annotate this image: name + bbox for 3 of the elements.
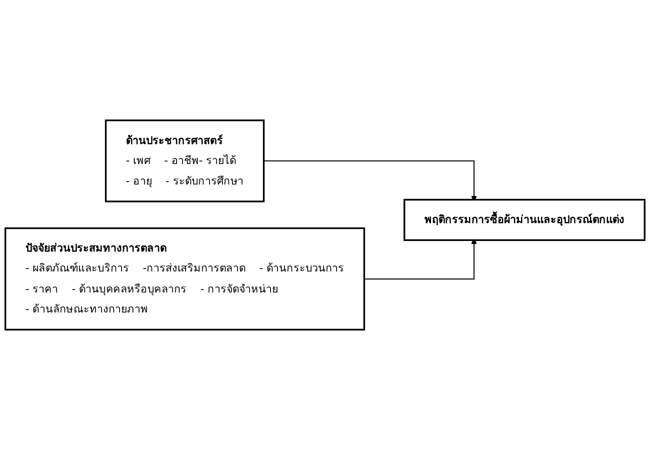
- node-box: ด้านประชากรศาสตร์ - เพศ - อาชีพ- รายได้ - อายุ - ระดับการศึกษา: [104, 120, 265, 202]
- node-box: ปัจจัยส่วนประสมทางการตลาด - ผลิตภัณฑ์และบริการ -การส่งเสริมการตลาด - ด้านกระบวนการ - ราคา - ด้านบุคคลหรือบุคลากร - การจัดจำหน่าย - ด้านลักษณะทางกายภาพ: [4, 227, 366, 330]
- node-box: พฤติกรรมการซื้อผ้าม่านและอุปกรณ์ตกแต่ง: [404, 198, 646, 241]
